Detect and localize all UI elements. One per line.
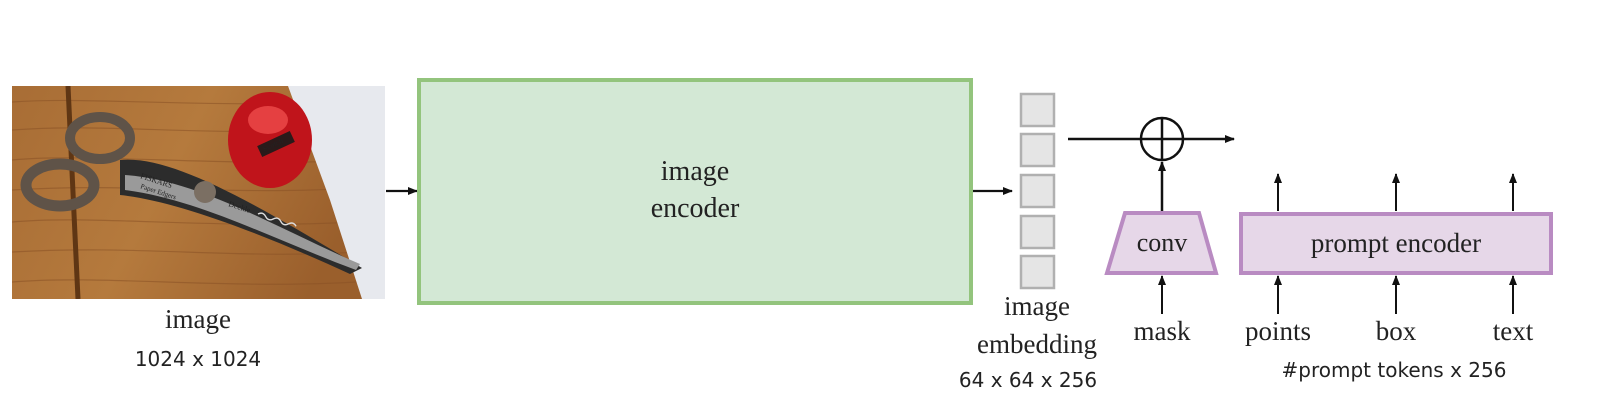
box-label: box — [1376, 316, 1417, 346]
conv-block — [1104, 211, 1219, 275]
embedding-label-line2: embedding — [977, 329, 1097, 359]
text-label: text — [1493, 316, 1534, 346]
prompt-encoder-box — [1239, 212, 1553, 275]
input-photo: Scotch FISKARS Paper Edgers Deckle — [12, 86, 385, 299]
image-encoder-label-line2: encoder — [651, 193, 740, 224]
mask-label: mask — [1134, 316, 1191, 346]
conv-label: conv — [1137, 228, 1188, 257]
image-size-label: 1024 x 1024 — [135, 347, 261, 371]
image-label: image — [165, 304, 231, 334]
image-encoder-label-line1: image — [661, 156, 729, 187]
table-edge — [65, 86, 81, 299]
embedding-cell — [1019, 92, 1056, 128]
embedding-size-label: 64 x 64 x 256 — [959, 368, 1097, 392]
embedding-cell — [1019, 254, 1056, 290]
points-label: points — [1245, 316, 1311, 346]
tape-dispenser: Scotch — [228, 92, 312, 188]
prompt-tokens-size-label: #prompt tokens x 256 — [1282, 358, 1507, 382]
deckle-wave — [257, 212, 297, 227]
image-encoder-box — [417, 78, 973, 305]
prompt-encoder-label: prompt encoder — [1311, 228, 1481, 258]
embedding-cell — [1019, 132, 1056, 168]
scissors: FISKARS Paper Edgers Deckle — [20, 112, 362, 274]
embedding-cell — [1019, 214, 1056, 250]
paper-sheet — [288, 86, 385, 299]
embedding-stack — [1019, 92, 1056, 290]
embedding-cell — [1019, 173, 1056, 209]
embedding-label-line1: image — [1004, 291, 1070, 321]
sum-node-icon — [1139, 116, 1185, 162]
